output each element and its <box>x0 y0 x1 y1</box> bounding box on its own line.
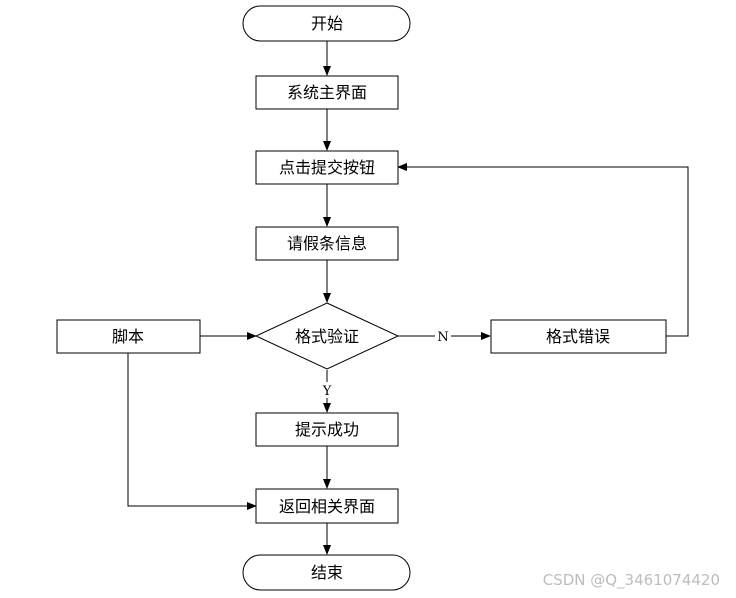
node-return-page: 返回相关界面 <box>255 488 399 524</box>
no-label-bg <box>435 328 451 344</box>
node-fill-info: 请假条信息 <box>255 226 399 261</box>
node-prompt-success: 提示成功 <box>255 412 399 447</box>
node-fill-info-label: 请假条信息 <box>287 234 367 253</box>
node-format-check: 格式验证 <box>254 302 400 370</box>
watermark-text: CSDN @Q_3461074420 <box>543 571 720 590</box>
connectors <box>127 41 689 555</box>
node-click-submit-label: 点击提交按钮 <box>279 158 375 177</box>
node-main-ui-label: 系统主界面 <box>287 83 367 102</box>
node-format-error: 格式错误 <box>490 319 667 354</box>
node-end-label: 结束 <box>311 563 343 582</box>
node-end: 结束 <box>242 554 411 591</box>
node-return-page-label: 返回相关界面 <box>279 497 375 516</box>
node-main-ui: 系统主界面 <box>255 75 399 110</box>
node-click-submit: 点击提交按钮 <box>255 150 399 185</box>
node-script-label: 脚本 <box>112 327 144 346</box>
node-script: 脚本 <box>56 319 201 354</box>
node-format-error-label: 格式错误 <box>546 327 610 346</box>
edge-label-no: N <box>437 330 448 345</box>
node-prompt-success-label: 提示成功 <box>295 420 359 439</box>
edge-error-click <box>397 163 689 337</box>
yes-label-bg <box>320 382 334 398</box>
edge-label-yes: Y <box>322 384 332 399</box>
node-start-label: 开始 <box>311 14 343 33</box>
node-format-check-label: 格式验证 <box>295 327 359 346</box>
node-start: 开始 <box>242 5 411 42</box>
edge-script-return <box>127 353 257 510</box>
